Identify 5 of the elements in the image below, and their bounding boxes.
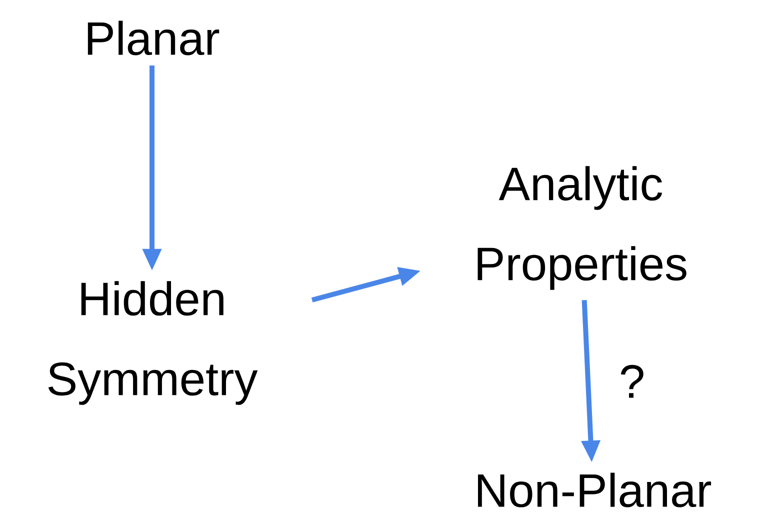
- edge-label: ?: [616, 362, 648, 400]
- node-label: Analytic Properties: [478, 166, 686, 290]
- node-label: Non-Planar: [478, 472, 712, 508]
- node-label: Hidden Symmetry: [48, 281, 258, 405]
- node-label: Planar: [88, 20, 220, 56]
